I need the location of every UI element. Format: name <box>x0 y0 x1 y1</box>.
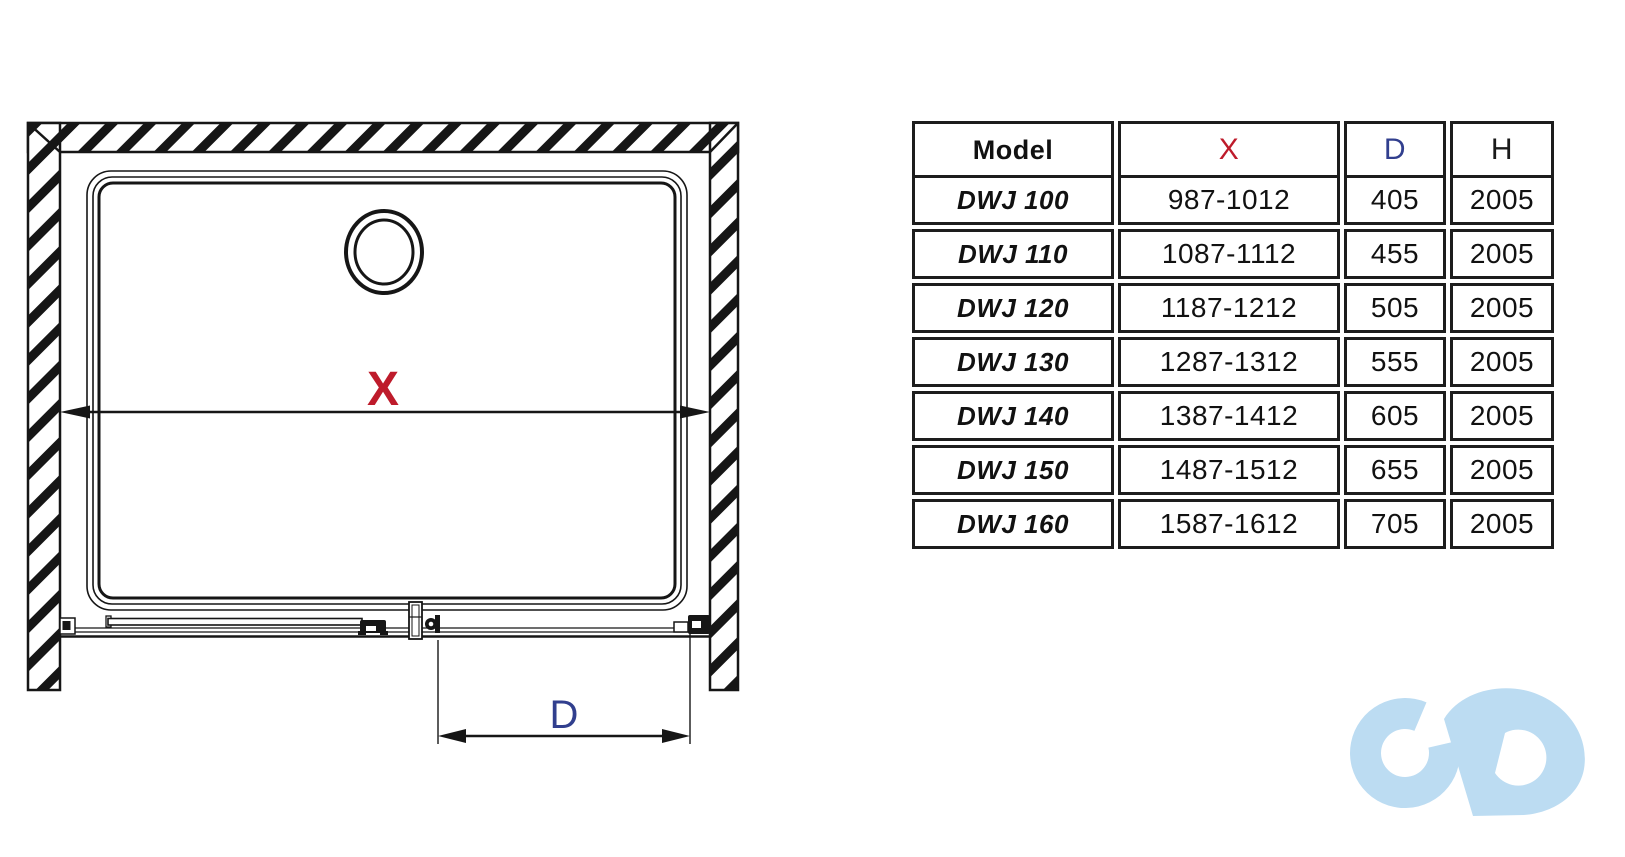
dimension-d-arrow: D <box>437 616 691 744</box>
table-header-h: H <box>1450 121 1554 179</box>
table-header-d: D <box>1344 121 1446 179</box>
table-row-model: DWJ 160 <box>912 499 1114 549</box>
shower-plan-diagram: X D <box>26 121 740 744</box>
table-cell-h: 2005 <box>1450 391 1554 441</box>
table-cell-h: 2005 <box>1450 337 1554 387</box>
drain-circle <box>344 209 424 295</box>
table-cell-d: 405 <box>1344 175 1446 225</box>
table-cell-h: 2005 <box>1450 175 1554 225</box>
table-cell-d: 555 <box>1344 337 1446 387</box>
table-cell-x: 1487-1512 <box>1118 445 1340 495</box>
table-cell-h: 2005 <box>1450 499 1554 549</box>
table-header-x: X <box>1118 121 1340 179</box>
table-cell-d: 505 <box>1344 283 1446 333</box>
dimension-x-arrow: X <box>60 363 710 419</box>
table-cell-x: 1387-1412 <box>1118 391 1340 441</box>
table-cell-x: 987-1012 <box>1118 175 1340 225</box>
table-cell-h: 2005 <box>1450 229 1554 279</box>
shower-tray <box>86 170 688 611</box>
table-cell-d: 455 <box>1344 229 1446 279</box>
table-row-model: DWJ 120 <box>912 283 1114 333</box>
table-cell-x: 1287-1312 <box>1118 337 1340 387</box>
table-cell-h: 2005 <box>1450 283 1554 333</box>
dimension-d-label: D <box>550 693 579 737</box>
table-row-model: DWJ 140 <box>912 391 1114 441</box>
table-cell-h: 2005 <box>1450 445 1554 495</box>
door-guide <box>408 601 423 640</box>
table-row-model: DWJ 130 <box>912 337 1114 387</box>
table-cell-d: 705 <box>1344 499 1446 549</box>
table-row-model: DWJ 150 <box>912 445 1114 495</box>
door-knob <box>425 615 440 633</box>
table-cell-x: 1587-1612 <box>1118 499 1340 549</box>
table-cell-d: 655 <box>1344 445 1446 495</box>
table-row-model: DWJ 100 <box>912 175 1114 225</box>
table-row-model: DWJ 110 <box>912 229 1114 279</box>
size-table: Model X D H DWJ 100 987-1012 405 2005 DW… <box>912 121 1554 549</box>
table-cell-x: 1087-1112 <box>1118 229 1340 279</box>
wall-bracket <box>673 615 710 634</box>
table-cell-x: 1187-1212 <box>1118 283 1340 333</box>
cd-infinity-logo-icon <box>1350 688 1585 816</box>
table-header-model: Model <box>912 121 1114 179</box>
door-bracket <box>358 620 388 635</box>
wall-hatching <box>26 121 740 692</box>
table-cell-d: 605 <box>1344 391 1446 441</box>
dimension-x-label: X <box>367 363 399 416</box>
sliding-door-panel <box>105 615 363 628</box>
